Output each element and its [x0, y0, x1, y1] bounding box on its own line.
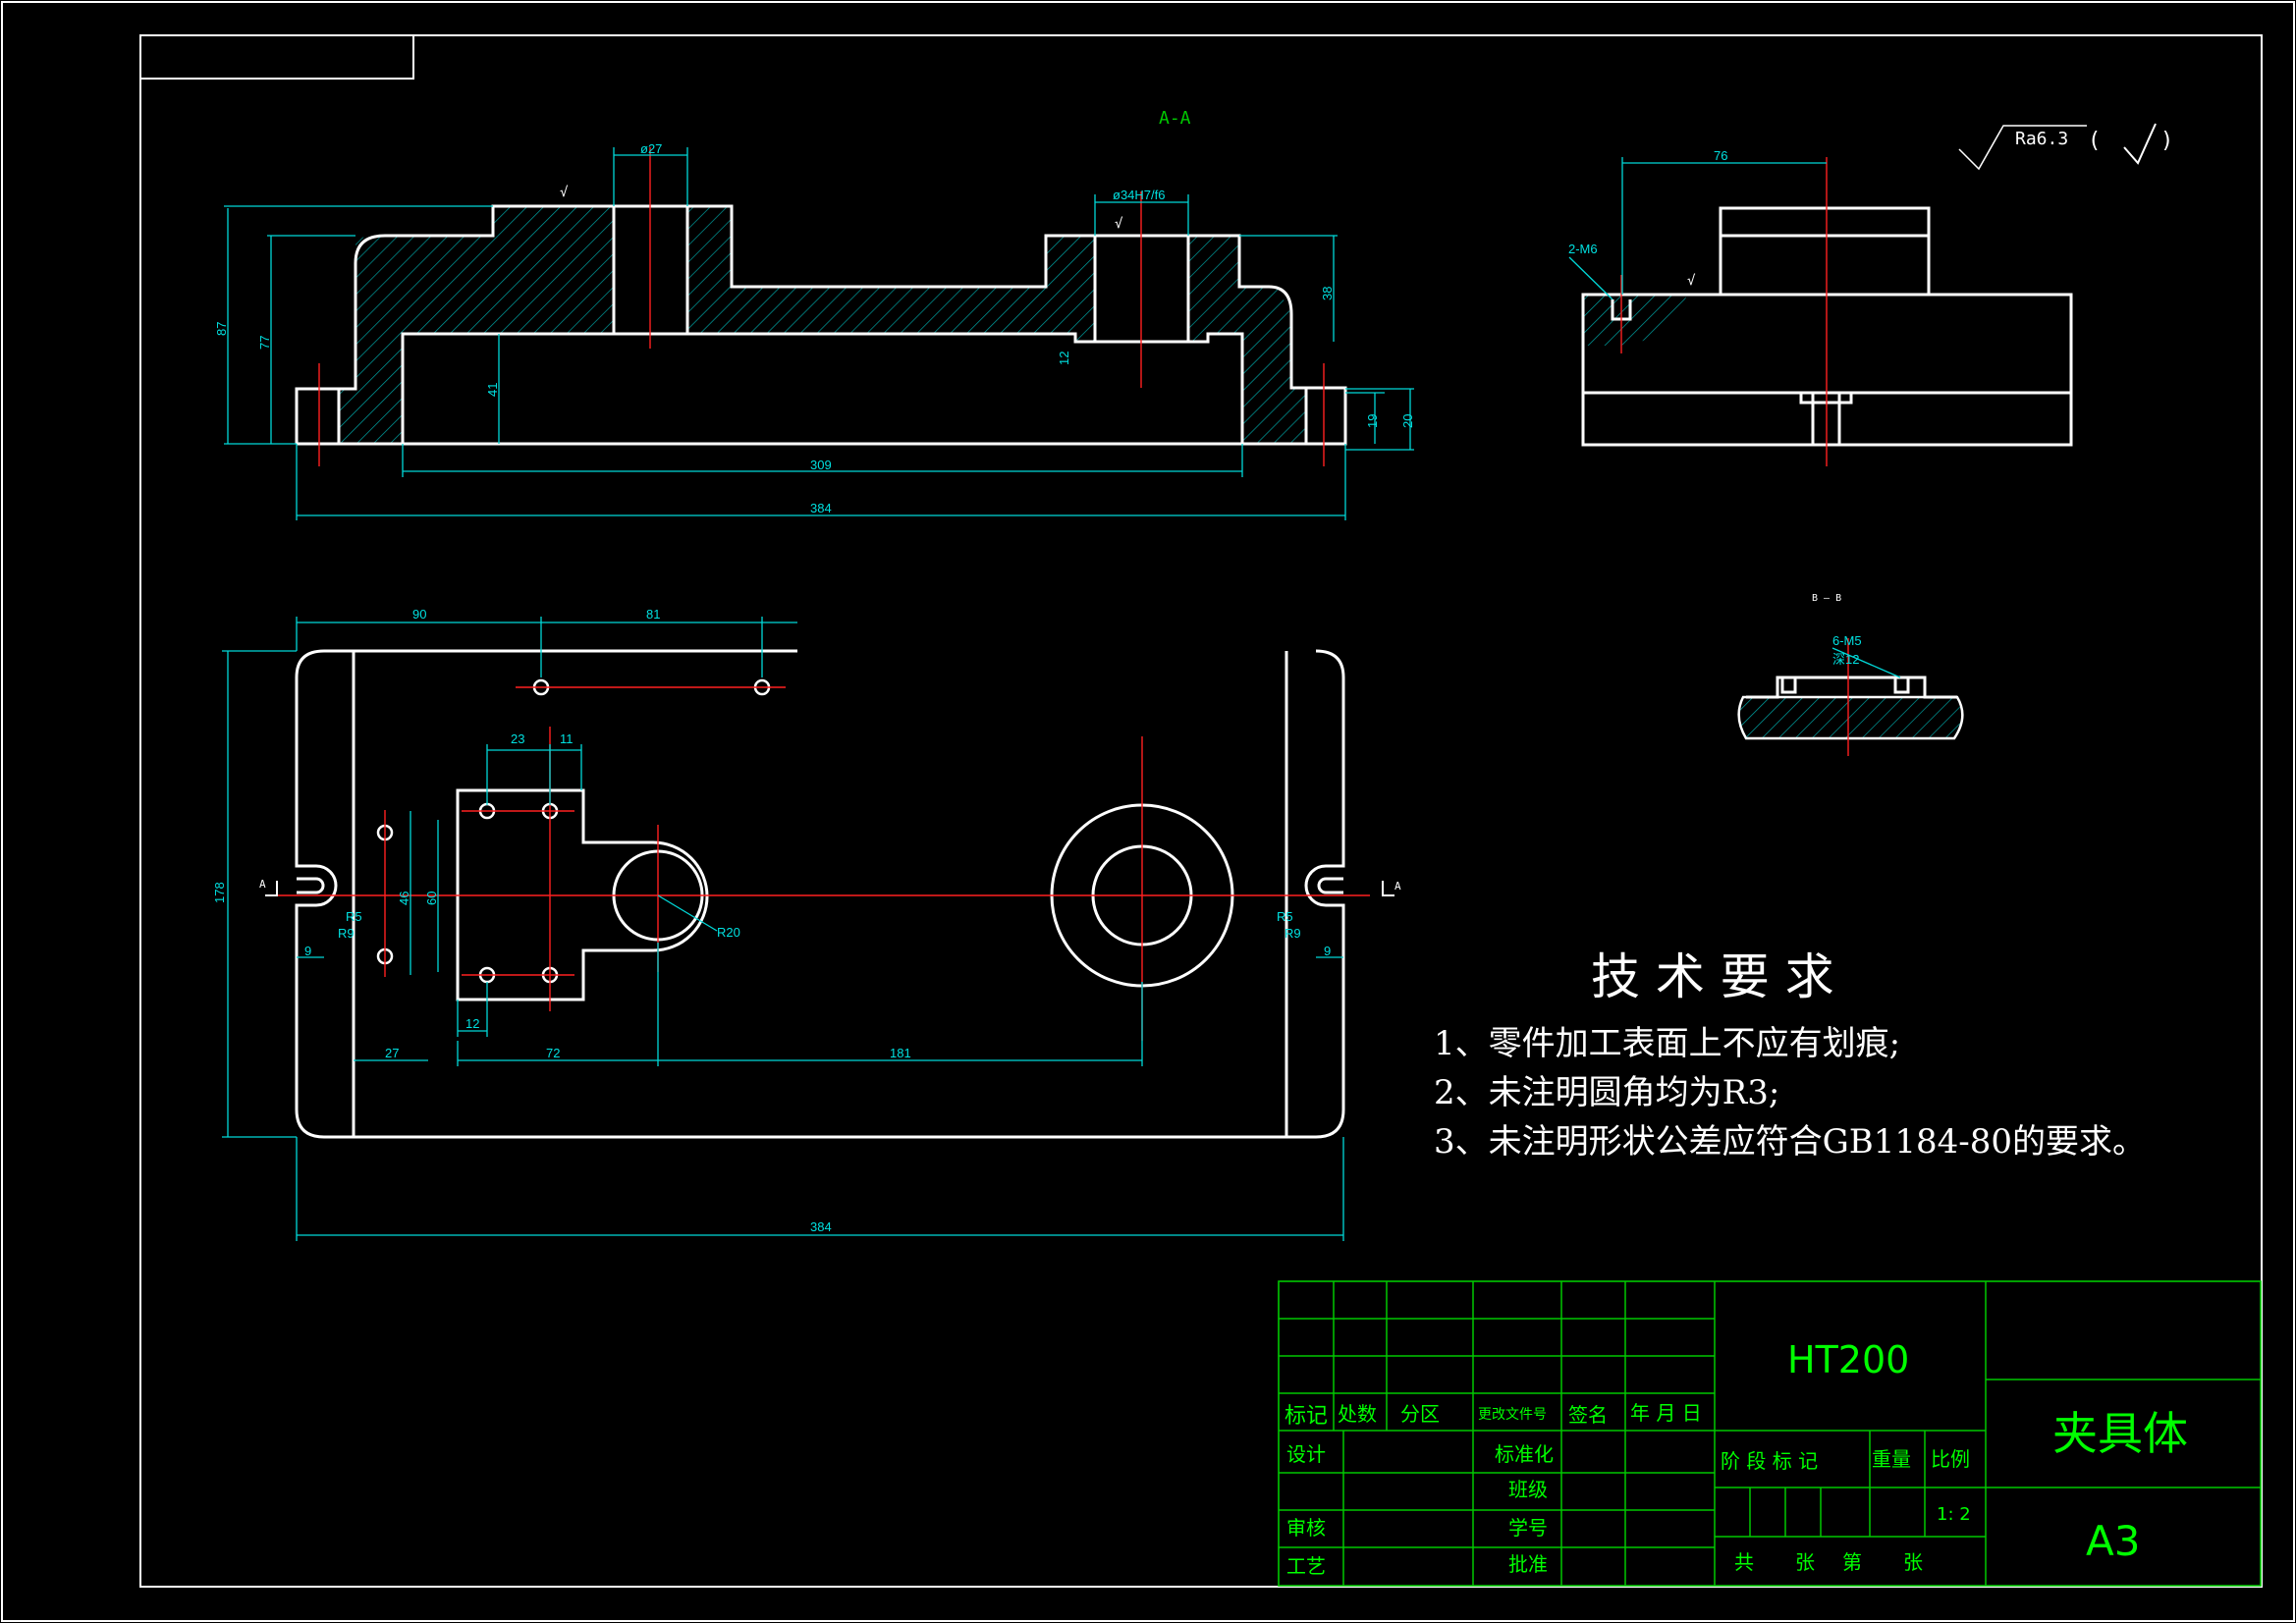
section-view: A-A ø27 ø34H7/f6 87 77 41: [214, 108, 1415, 520]
side-roughness: √: [1687, 273, 1696, 289]
dim-72: 72: [546, 1046, 560, 1060]
dim-12: 12: [465, 1016, 479, 1031]
dim-46: 46: [397, 892, 411, 905]
tb-mark: 标记: [1285, 1404, 1328, 1429]
detail-view: B — B 6-M5 深12: [1737, 593, 1964, 756]
dim-r5-right: R5: [1277, 909, 1293, 924]
dim-23: 23: [511, 731, 524, 746]
tb-date: 年 月 日: [1630, 1401, 1702, 1425]
dim-r9-left: R9: [338, 926, 355, 941]
tb-ratio: 比例: [1931, 1447, 1970, 1471]
dim-h12: 12: [1057, 352, 1071, 365]
tb-total: 共: [1734, 1550, 1754, 1574]
dim-h38: 38: [1320, 287, 1335, 300]
tb-zone: 分区: [1400, 1402, 1440, 1426]
section-label: A-A: [1159, 108, 1191, 129]
section-hatch: [339, 206, 1306, 444]
detail-thread: 6-M5: [1832, 633, 1862, 648]
side-view: 76 2-M6 √: [1568, 148, 2073, 466]
dim-h19: 19: [1365, 414, 1380, 428]
dim-d34: ø34H7/f6: [1113, 188, 1165, 202]
dim-9-left: 9: [304, 944, 311, 958]
plan-pad: [456, 788, 709, 1001]
tb-review: 审核: [1286, 1516, 1326, 1540]
note-item-1: 1、零件加工表面上不应有划痕;: [1434, 1024, 1900, 1063]
dim-27: 27: [385, 1046, 399, 1060]
dim-w309: 309: [810, 458, 832, 472]
dim-plan-384: 384: [810, 1219, 832, 1234]
code-box: [139, 34, 414, 80]
dim-h20: 20: [1400, 414, 1415, 428]
tb-sheets: 张: [1795, 1550, 1815, 1574]
note-item-2: 2、未注明圆角均为R3;: [1434, 1073, 1779, 1112]
inner-frame: [139, 34, 2263, 1588]
tb-part-name: 夹具体: [2052, 1407, 2188, 1460]
roughness-value: Ra6.3: [2015, 129, 2068, 149]
section-outline: [295, 204, 1347, 446]
dim-90: 90: [412, 607, 426, 622]
tb-count: 处数: [1338, 1402, 1377, 1426]
dim-w384: 384: [810, 501, 832, 515]
dim-side-76: 76: [1714, 148, 1727, 163]
tb-sheet-size: A3: [2086, 1517, 2140, 1565]
tb-no: 第: [1842, 1550, 1862, 1574]
dim-181: 181: [890, 1046, 911, 1060]
tb-standard: 标准化: [1495, 1442, 1554, 1466]
roughness-mark-1: √: [560, 185, 569, 200]
cut-a-left: A: [259, 878, 266, 891]
cut-a-right: A: [1394, 880, 1401, 893]
tb-doc-no: 更改文件号: [1478, 1407, 1547, 1423]
side-hatch: [1583, 295, 1687, 346]
roughness-open: (: [2088, 129, 2101, 153]
dim-h41: 41: [485, 383, 500, 397]
plan-view: 90 81 23 11 46 60 12 27 72 181 9 9 R5 R9…: [212, 607, 1401, 1241]
tb-approve: 批准: [1508, 1552, 1548, 1576]
dim-r9-right: R9: [1285, 926, 1301, 941]
tb-sheet: 张: [1903, 1550, 1923, 1574]
dim-9-right: 9: [1324, 944, 1331, 958]
dim-60: 60: [424, 892, 439, 905]
detail-depth: 深12: [1832, 652, 1859, 667]
technical-notes: 技 术 要 求 1、零件加工表面上不应有划痕; 2、未注明圆角均为R3; 3、未…: [1434, 948, 2146, 1162]
roughness-symbol: Ra6.3 ( ): [1958, 123, 2173, 171]
roughness-close: ): [2160, 129, 2173, 153]
detail-label: B — B: [1812, 593, 1841, 604]
dim-r20: R20: [717, 925, 740, 940]
tb-design: 设计: [1286, 1442, 1326, 1466]
dim-side-thread: 2-M6: [1568, 242, 1598, 256]
tb-scale: 1: 2: [1937, 1504, 1971, 1525]
dim-h77: 77: [257, 336, 272, 350]
dim-81: 81: [646, 607, 660, 622]
note-item-3: 3、未注明形状公差应符合GB1184-80的要求。: [1434, 1122, 2146, 1162]
dim-h87: 87: [214, 322, 229, 336]
tb-process: 工艺: [1286, 1554, 1326, 1578]
dim-r5-left: R5: [346, 909, 362, 924]
dim-11: 11: [560, 731, 574, 746]
tb-signature: 签名: [1568, 1403, 1608, 1427]
dim-d27: ø27: [640, 141, 662, 156]
tb-material: HT200: [1787, 1338, 1909, 1381]
tb-class: 班级: [1508, 1478, 1548, 1501]
notes-title: 技 术 要 求: [1591, 948, 1834, 1005]
plan-outline: [295, 649, 1345, 1139]
tb-stage-mark: 阶 段 标 记: [1721, 1449, 1818, 1473]
title-block: 标记 处数 分区 更改文件号 签名 年 月 日 设计 标准化 班级 审核 学号 …: [1278, 1280, 2262, 1587]
tb-weight: 重量: [1872, 1447, 1911, 1471]
dim-178: 178: [212, 882, 227, 903]
tb-student-no: 学号: [1508, 1516, 1548, 1540]
roughness-mark-2: √: [1115, 216, 1123, 232]
